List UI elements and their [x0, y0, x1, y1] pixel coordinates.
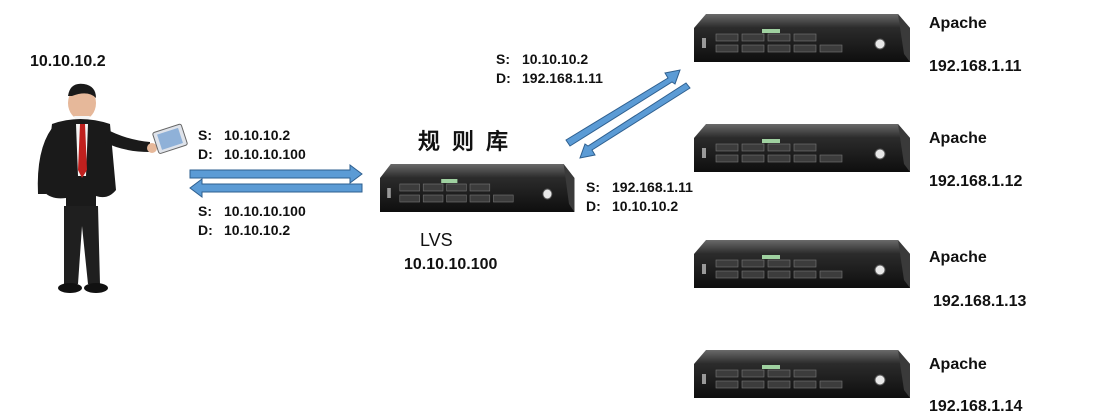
return-dst: 10.10.10.2 — [612, 198, 679, 214]
return-src-row: S: 192.168.1.11 — [586, 178, 693, 197]
return-arrow — [579, 82, 691, 159]
lvs-server-icon — [379, 163, 575, 213]
reply-src-row: S: 10.10.10.100 — [198, 202, 306, 221]
forward-dst: 192.168.1.11 — [522, 70, 603, 86]
return-src: 192.168.1.11 — [612, 179, 693, 195]
forward-src-label: S: — [496, 51, 510, 67]
return-packet: S: 192.168.1.11 D: 10.10.10.2 — [586, 178, 693, 216]
server-2-ip: 192.168.1.12 — [929, 173, 1023, 190]
reply-packet: S: 10.10.10.100 D: 10.10.10.2 — [198, 202, 306, 240]
rule-base-label: 规则库 — [418, 129, 521, 155]
request-packet: S: 10.10.10.2 D: 10.10.10.100 — [198, 126, 306, 164]
forward-arrow — [565, 69, 681, 147]
forward-dst-row: D: 192.168.1.11 — [496, 69, 603, 88]
server-3-name: Apache — [929, 249, 987, 266]
return-dst-row: D: 10.10.10.2 — [586, 197, 693, 216]
server-1-name: Apache — [929, 15, 987, 32]
reply-src-label: S: — [198, 203, 212, 219]
lvs-ip: 10.10.10.100 — [404, 256, 498, 273]
request-arrow — [189, 164, 363, 184]
return-dst-label: D: — [586, 198, 601, 214]
reply-src: 10.10.10.100 — [224, 203, 306, 219]
forward-src-row: S: 10.10.10.2 — [496, 50, 603, 69]
request-src-row: S: 10.10.10.2 — [198, 126, 306, 145]
reply-dst-label: D: — [198, 222, 213, 238]
request-dst-row: D: 10.10.10.100 — [198, 145, 306, 164]
server-4-icon — [693, 349, 911, 399]
request-src-label: S: — [198, 127, 212, 143]
request-dst-label: D: — [198, 146, 213, 162]
server-2-name: Apache — [929, 130, 987, 147]
request-src: 10.10.10.2 — [224, 127, 291, 143]
reply-arrow — [189, 178, 363, 198]
client-person-icon — [37, 83, 188, 293]
server-1-icon — [693, 13, 911, 63]
reply-dst: 10.10.10.2 — [224, 222, 291, 238]
server-3-ip: 192.168.1.13 — [933, 293, 1027, 310]
forward-dst-label: D: — [496, 70, 511, 86]
reply-dst-row: D: 10.10.10.2 — [198, 221, 306, 240]
server-3-icon — [693, 239, 911, 289]
forward-packet: S: 10.10.10.2 D: 192.168.1.11 — [496, 50, 603, 88]
server-4-ip: 192.168.1.14 — [929, 398, 1023, 415]
forward-src: 10.10.10.2 — [522, 51, 589, 67]
client-ip: 10.10.10.2 — [30, 53, 106, 70]
request-dst: 10.10.10.100 — [224, 146, 306, 162]
return-src-label: S: — [586, 179, 600, 195]
server-2-icon — [693, 123, 911, 173]
server-1-ip: 192.168.1.11 — [929, 58, 1022, 75]
lvs-name: LVS — [420, 230, 453, 250]
server-4-name: Apache — [929, 356, 987, 373]
